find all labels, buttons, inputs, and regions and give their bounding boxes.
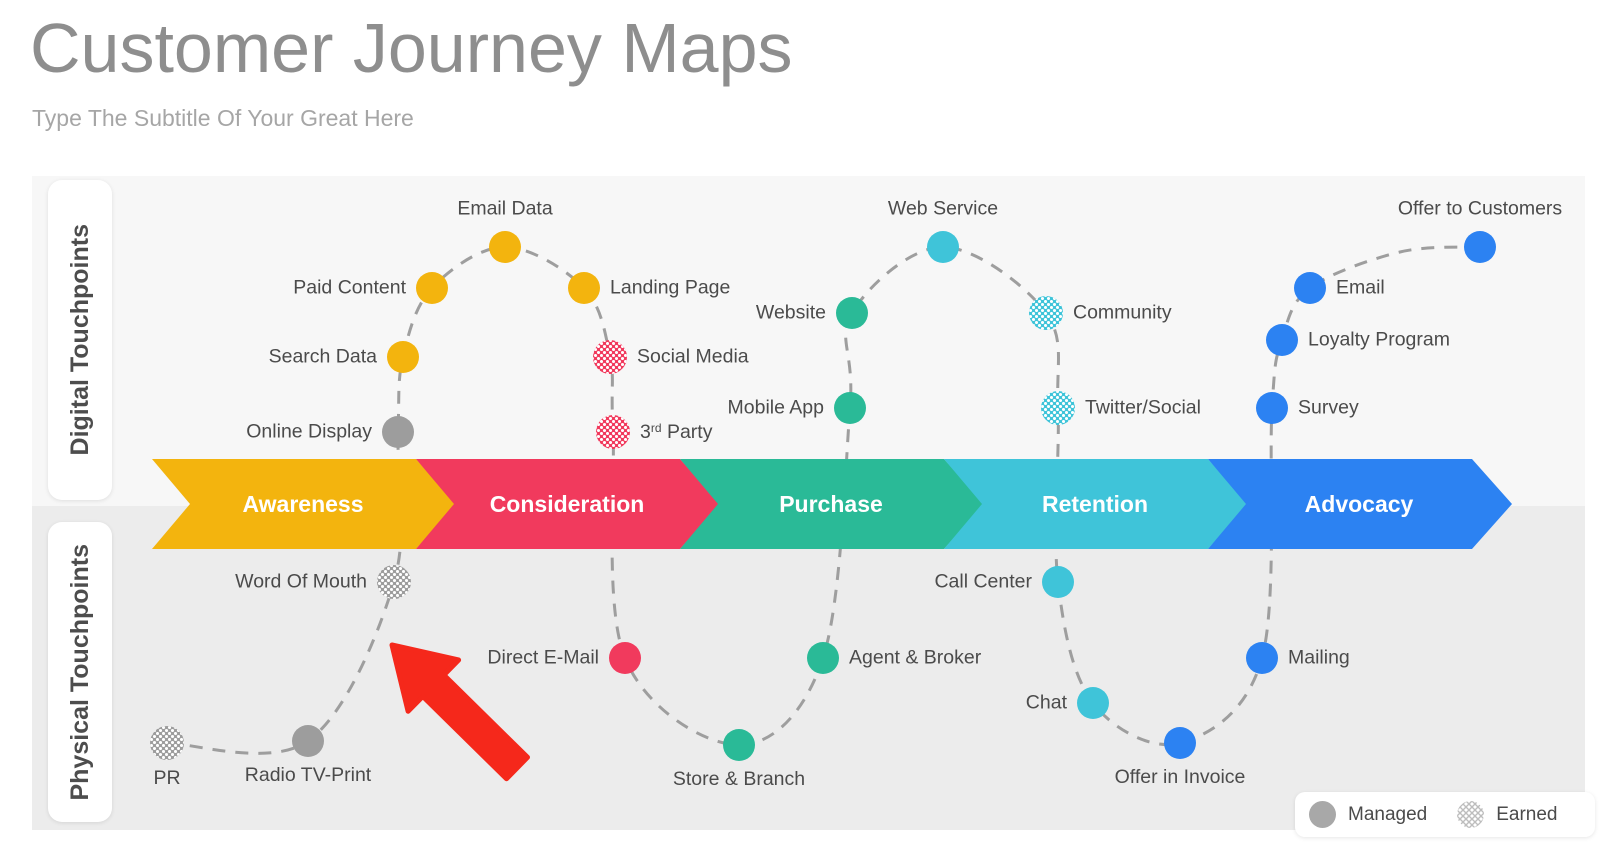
physical-touchpoints-band xyxy=(32,506,1585,830)
page-title: Customer Journey Maps xyxy=(30,9,793,87)
physical-touchpoints-label: Physical Touchpoints xyxy=(65,543,94,801)
legend-earned-label: Earned xyxy=(1496,803,1558,825)
physical-touchpoints-card: Physical Touchpoints xyxy=(48,522,112,822)
digital-touchpoints-label: Digital Touchpoints xyxy=(65,224,94,456)
managed-dot-icon xyxy=(1309,801,1336,828)
page-subtitle: Type The Subtitle Of Your Great Here xyxy=(32,105,414,131)
digital-touchpoints-band xyxy=(32,176,1585,506)
legend: Managed Earned xyxy=(1295,792,1595,837)
earned-dot-icon xyxy=(1457,801,1485,828)
digital-touchpoints-card: Digital Touchpoints xyxy=(48,180,112,500)
legend-managed-label: Managed xyxy=(1348,803,1428,825)
journey-diagram xyxy=(32,176,1585,830)
